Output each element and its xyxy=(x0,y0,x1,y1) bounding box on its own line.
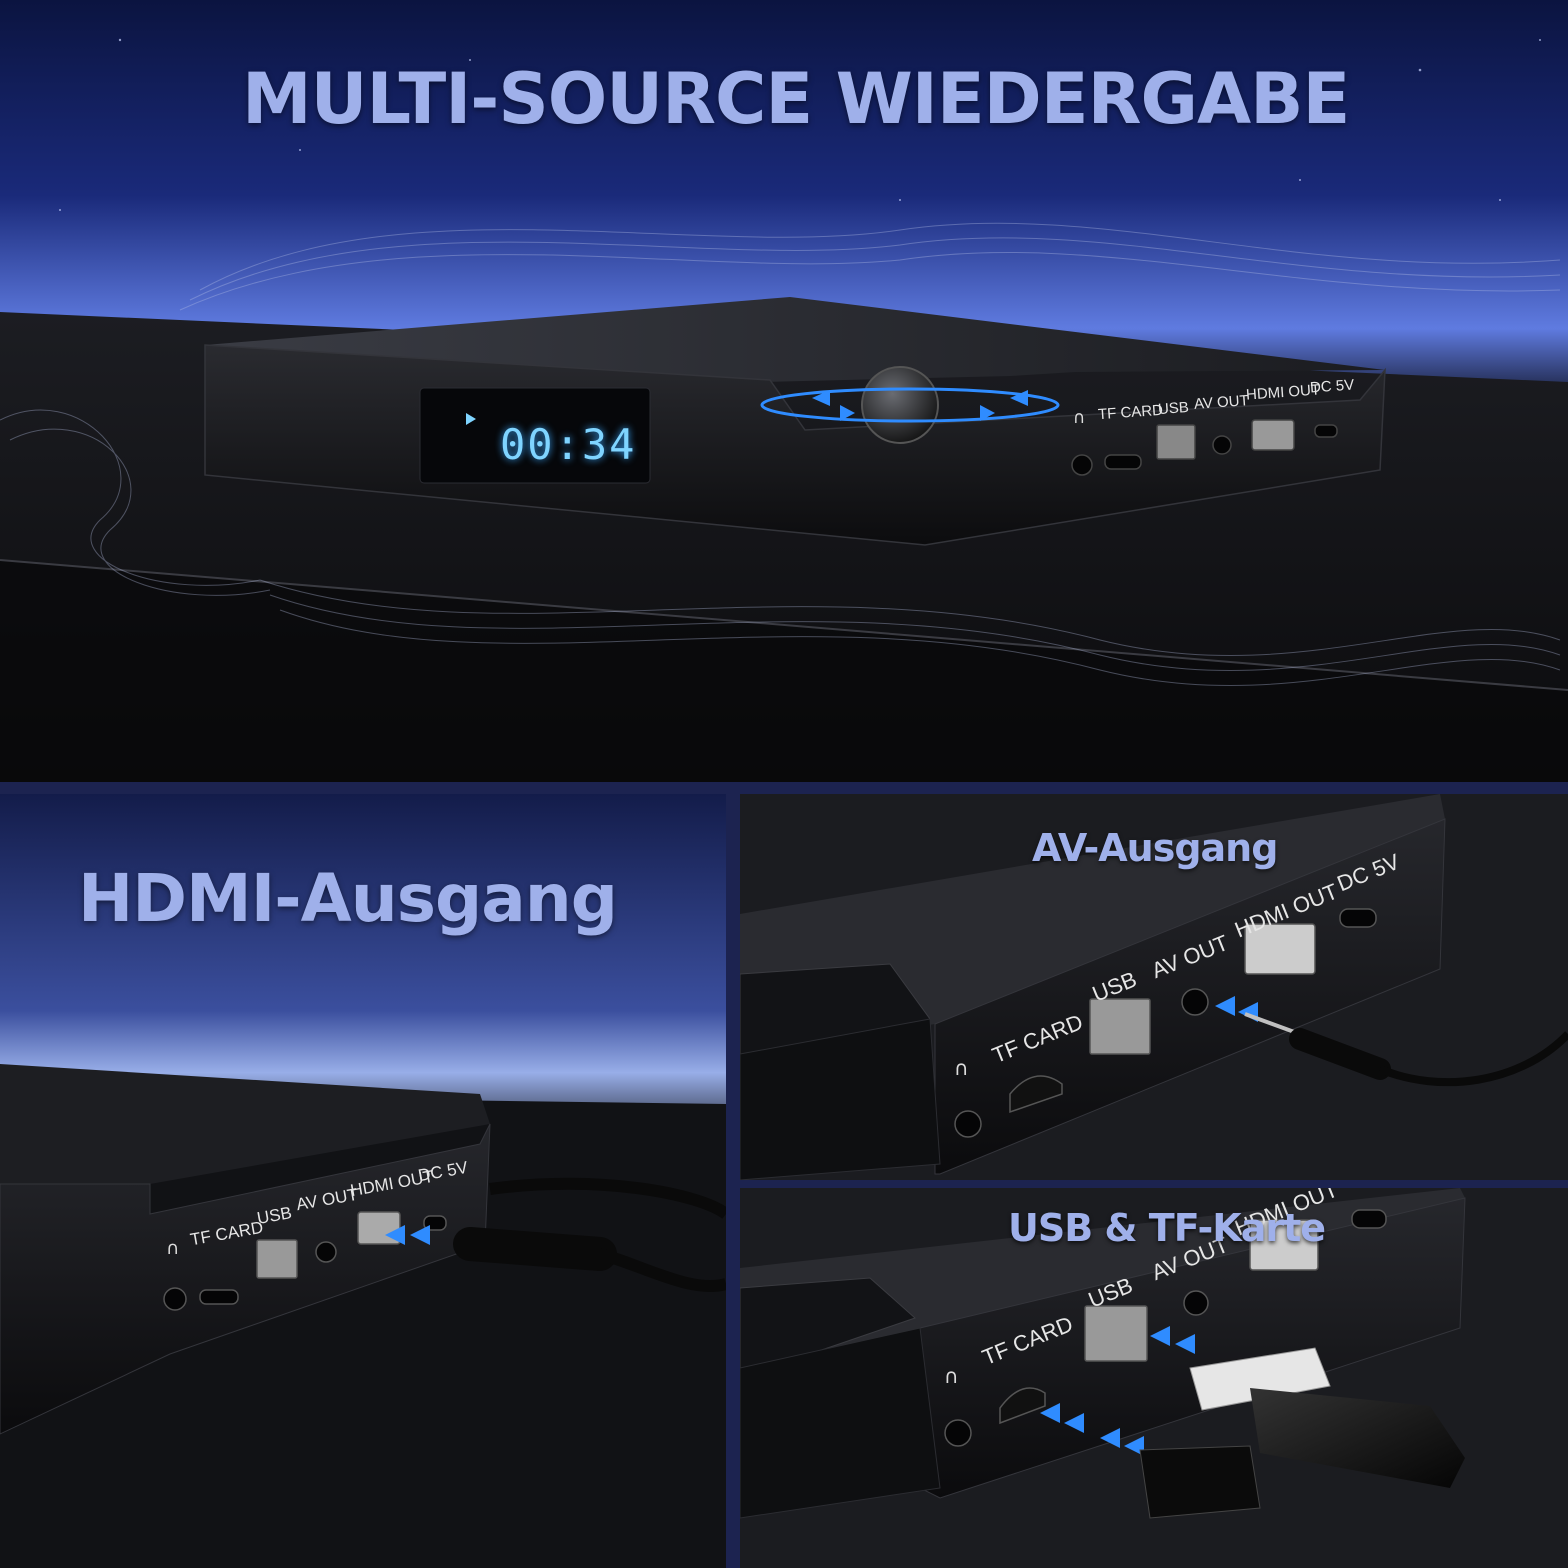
display-time: 00:34 xyxy=(500,420,637,469)
headline-top: MULTI-SOURCE WIEDERGABE xyxy=(242,58,1350,140)
play-icon xyxy=(466,413,476,425)
panel-divider xyxy=(740,1180,1568,1188)
headphone-icon: ∩ xyxy=(1073,408,1086,428)
rotate-arrows-icon xyxy=(760,387,1060,423)
insert-arrows-icon xyxy=(385,1225,430,1245)
headphone-icon: ∩ xyxy=(944,1364,959,1388)
usb-tf-panel: ∩ TF CARD USB AV OUT HDMI OUT USB & TF-K… xyxy=(740,1188,1568,1568)
headline-av: AV-Ausgang xyxy=(1032,826,1278,870)
stars xyxy=(59,38,1541,211)
port-label-usb: USB xyxy=(1157,398,1190,419)
top-scene xyxy=(0,0,1568,782)
headline-usb-tf: USB & TF-Karte xyxy=(1008,1206,1326,1250)
panel-divider xyxy=(0,782,1568,794)
port-label-dc: DC 5V xyxy=(1309,376,1355,397)
volume-knob[interactable] xyxy=(861,366,939,444)
av-panel: ∩ TF CARD USB AV OUT HDMI OUT DC 5V AV-A… xyxy=(740,794,1568,1180)
usb-tf-scene xyxy=(740,1188,1568,1568)
headphone-icon: ∩ xyxy=(166,1238,180,1259)
wave-lines xyxy=(0,222,1561,687)
hdmi-scene xyxy=(0,794,726,1568)
insert-arrows-icon xyxy=(1040,1326,1195,1456)
hdmi-panel: ∩ TF CARD USB AV OUT HDMI OUT DC 5V HDMI… xyxy=(0,794,726,1568)
panel-divider xyxy=(726,794,740,1568)
ports-top xyxy=(1071,419,1338,476)
headphone-icon: ∩ xyxy=(954,1056,969,1080)
top-panel: 00:34 ∩ TF CARD USB AV OUT HDMI OUT DC 5… xyxy=(0,0,1568,782)
headline-hdmi: HDMI-Ausgang xyxy=(78,860,618,937)
av-scene xyxy=(740,794,1568,1180)
